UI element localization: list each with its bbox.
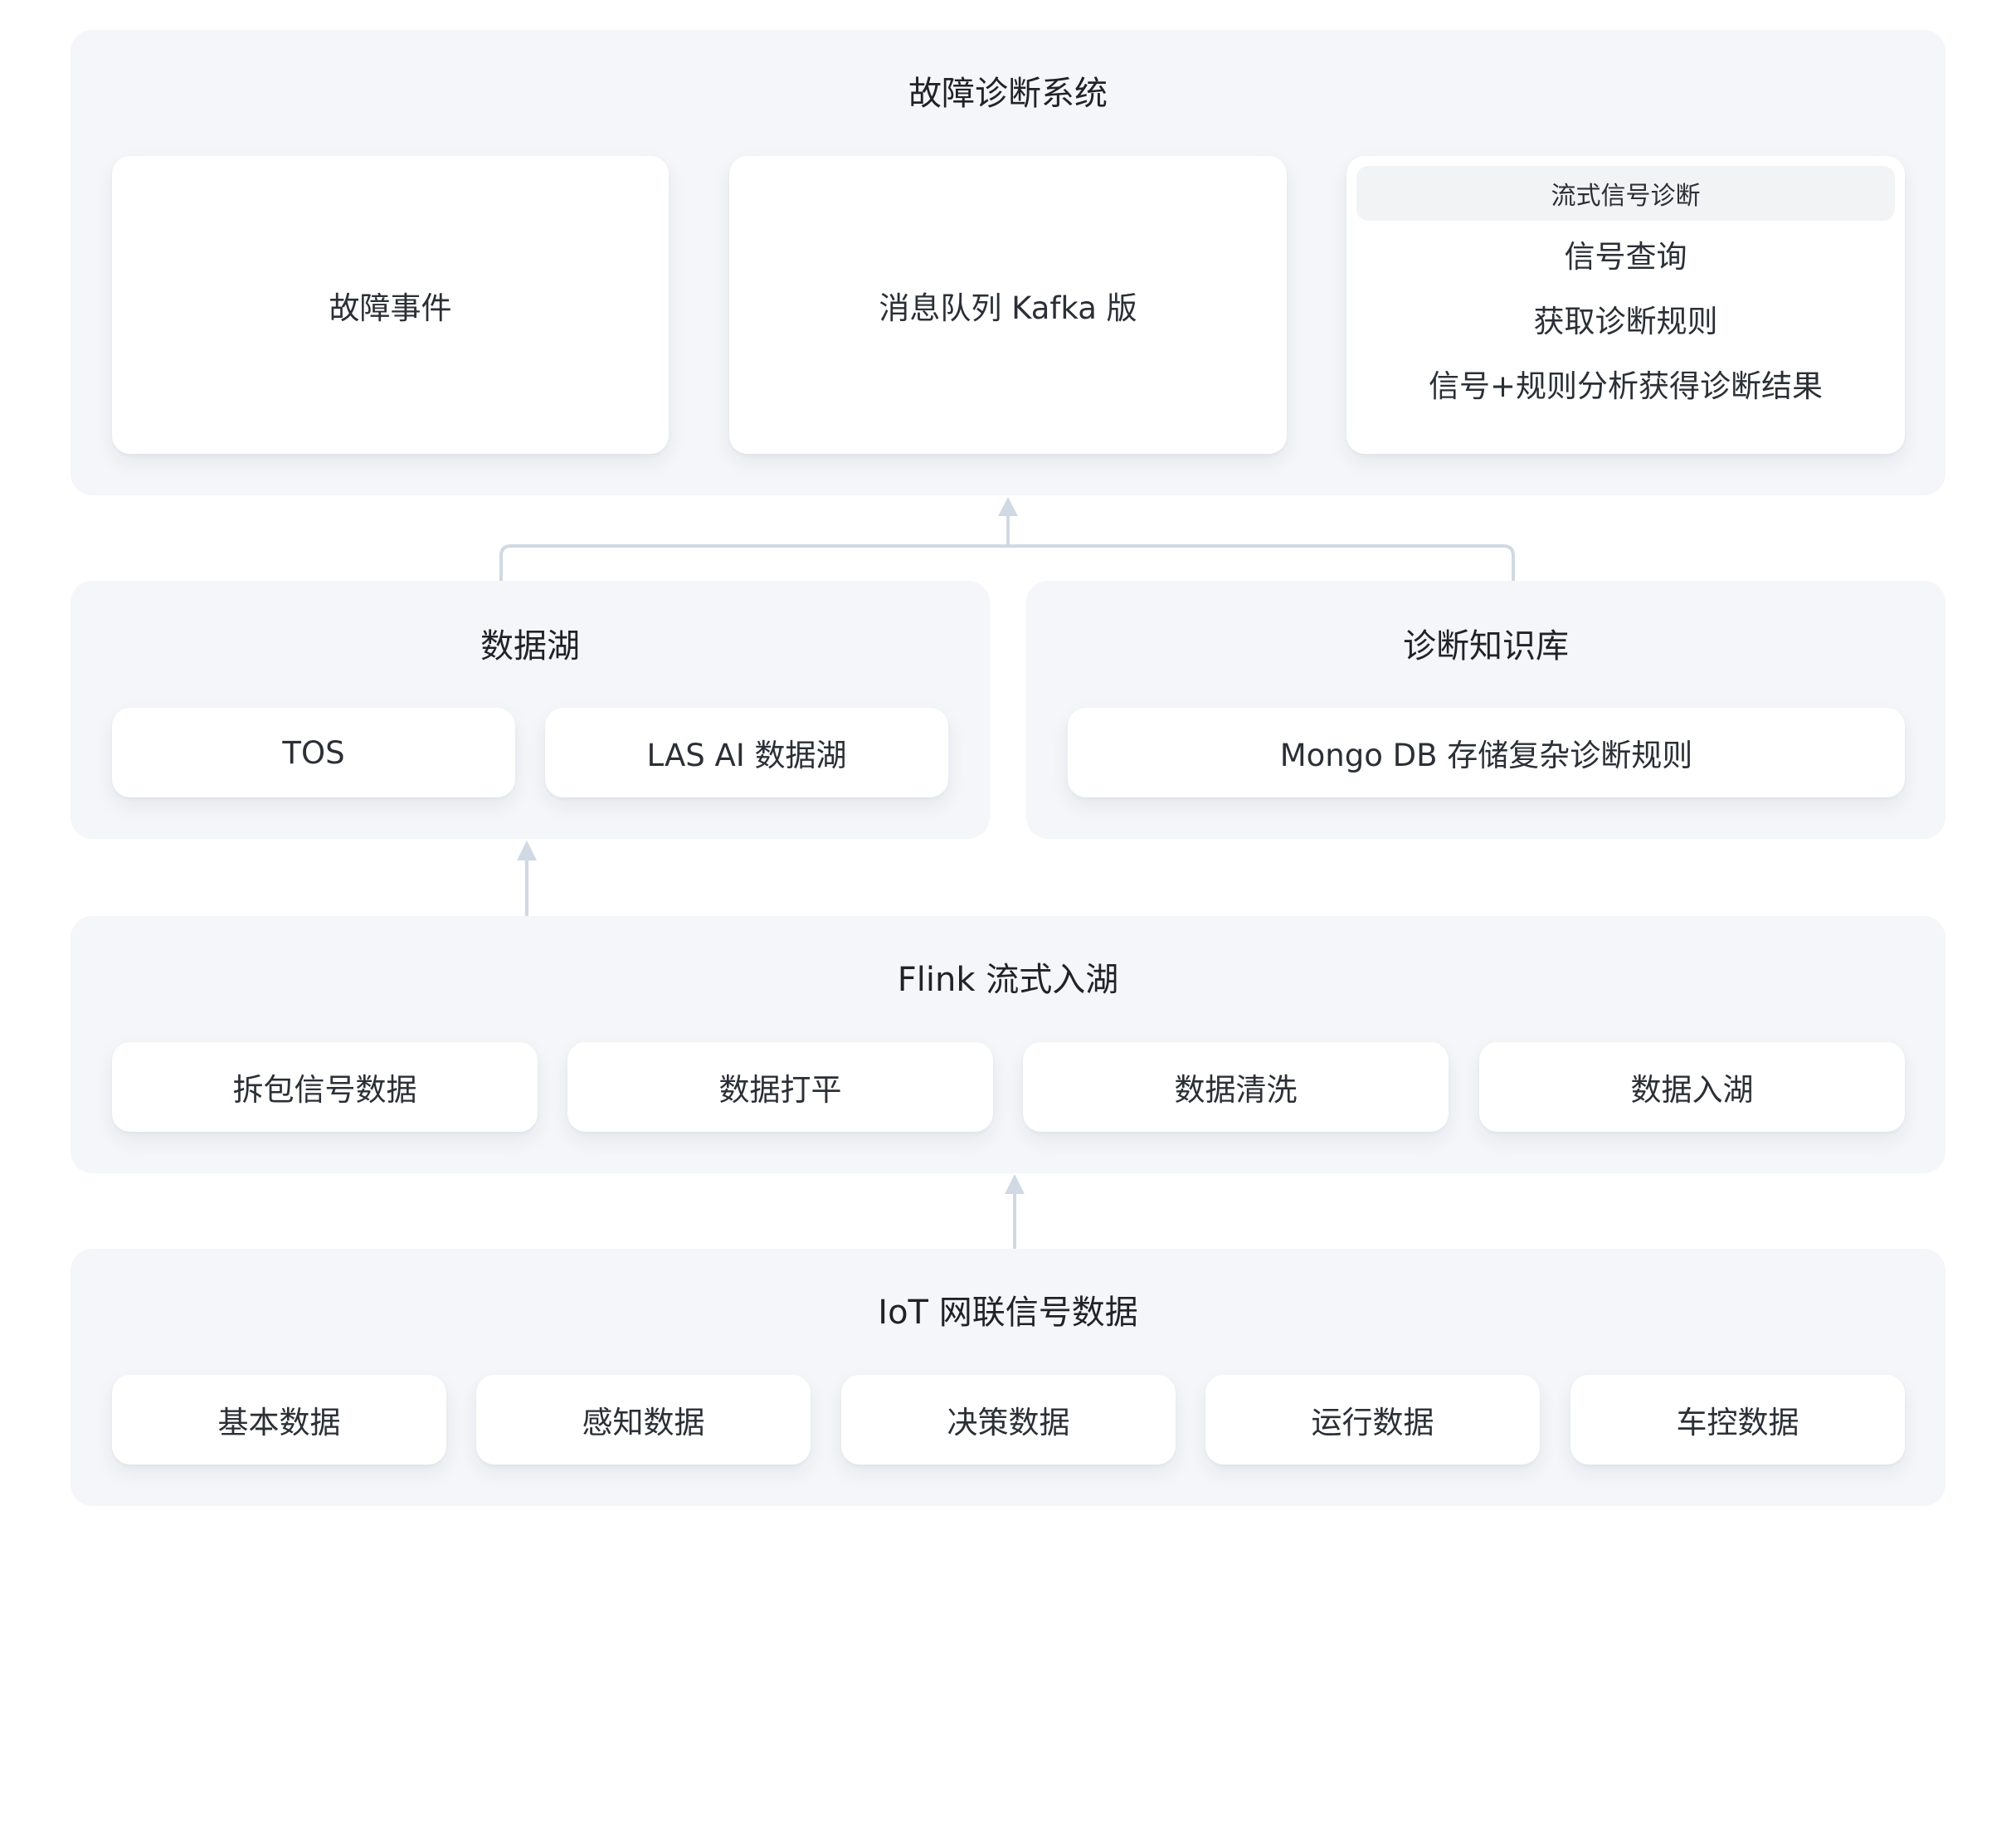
stream-diagnosis-header: 流式信号诊断 xyxy=(1356,166,1895,221)
fault-event-card: 故障事件 xyxy=(112,156,669,454)
iot-item-operation: 运行数据 xyxy=(1205,1375,1540,1464)
step-signal-query: 信号查询 xyxy=(1564,239,1687,275)
kafka-card: 消息队列 Kafka 版 xyxy=(729,156,1287,454)
iot-item-vehicle-control: 车控数据 xyxy=(1570,1375,1905,1464)
arrow-up-icon xyxy=(998,497,1018,516)
flink-item-unpack: 拆包信号数据 xyxy=(112,1042,538,1132)
iot-item-decision: 决策数据 xyxy=(841,1375,1176,1464)
iot-item-basic: 基本数据 xyxy=(112,1375,446,1464)
iot-title: IoT 网联信号数据 xyxy=(878,1294,1138,1332)
iot-item-perception: 感知数据 xyxy=(476,1375,811,1464)
tos-card: TOS xyxy=(112,708,515,797)
data-lake-title: 数据湖 xyxy=(480,627,580,665)
las-ai-data-lake-card: LAS AI 数据湖 xyxy=(545,708,948,797)
flink-title: Flink 流式入湖 xyxy=(897,961,1119,999)
knowledge-base-title: 诊断知识库 xyxy=(1403,627,1569,665)
flink-item-ingest: 数据入湖 xyxy=(1479,1042,1905,1132)
arrow-up-icon xyxy=(1005,1174,1025,1194)
arrow-up-icon xyxy=(517,841,537,860)
flink-item-flatten: 数据打平 xyxy=(567,1042,993,1132)
mongodb-card: Mongo DB 存储复杂诊断规则 xyxy=(1068,708,1905,797)
diagnosis-system-title: 故障诊断系统 xyxy=(908,75,1108,113)
step-fetch-rules: 获取诊断规则 xyxy=(1533,304,1718,339)
stream-diagnosis-card: 流式信号诊断 信号查询 获取诊断规则 信号+规则分析获得诊断结果 xyxy=(1346,156,1905,454)
flink-item-clean: 数据清洗 xyxy=(1023,1042,1449,1132)
step-analyze-result: 信号+规则分析获得诊断结果 xyxy=(1428,368,1823,404)
